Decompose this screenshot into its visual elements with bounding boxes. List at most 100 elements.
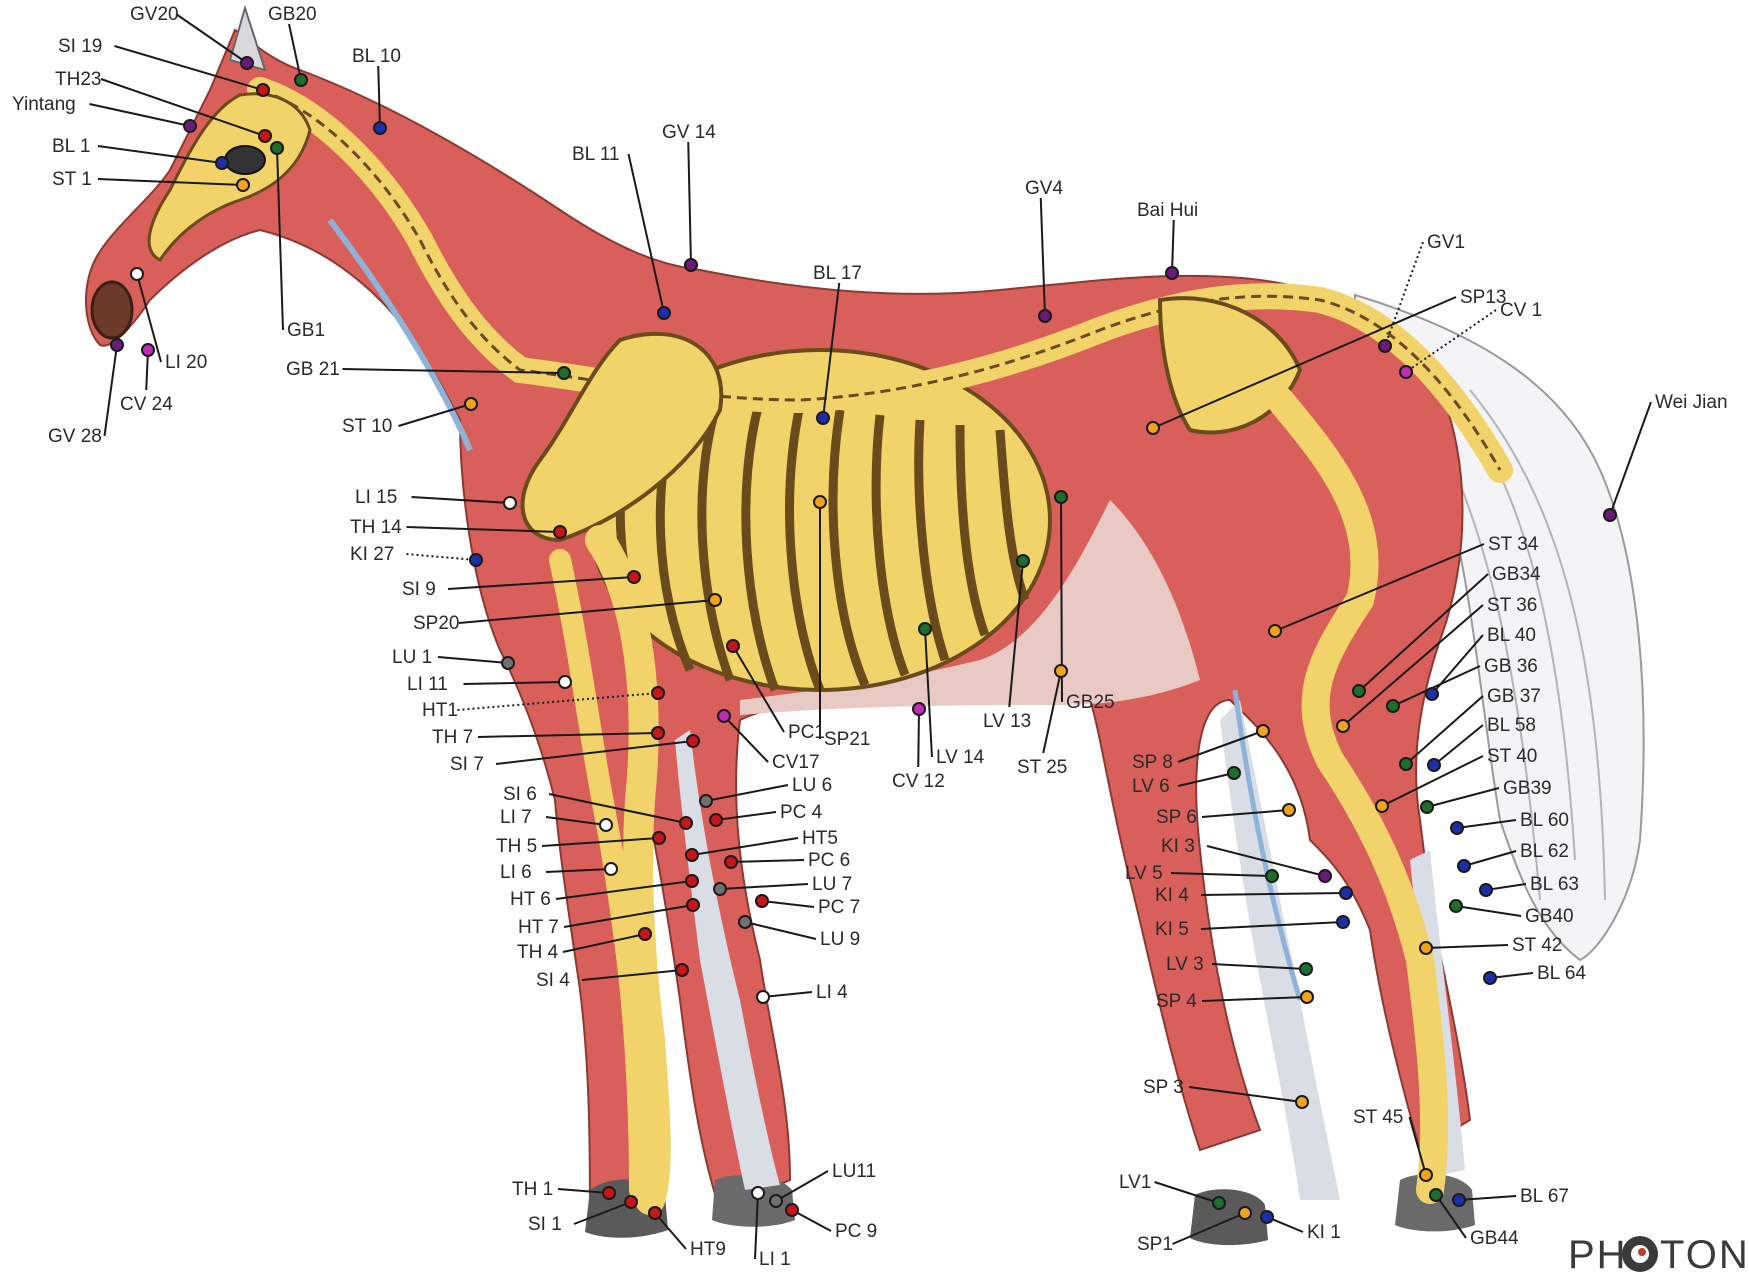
- label-sp21: SP21: [824, 729, 870, 750]
- acupoint-pc7: [756, 895, 768, 907]
- acupoint-baihui: [1166, 267, 1178, 279]
- leader-pc7: [762, 901, 814, 907]
- leader-cv12: [918, 709, 919, 767]
- label-bl1: BL 1: [52, 136, 90, 157]
- acupoint-th1: [603, 1187, 615, 1199]
- label-th5: TH 5: [496, 836, 537, 857]
- photon-logo: PH TON: [1568, 1233, 1749, 1273]
- acupoint-bl1: [216, 157, 228, 169]
- leader-gb40: [1456, 906, 1521, 916]
- acupoint-si19: [257, 84, 269, 96]
- acupoint-si1: [625, 1196, 637, 1208]
- acupoint-gb20: [295, 74, 307, 86]
- acupoint-si7: [687, 735, 699, 747]
- label-gv14: GV 14: [662, 122, 716, 143]
- label-li6: LI 6: [500, 862, 532, 883]
- acupoint-gb1: [271, 142, 283, 154]
- label-li4: LI 4: [816, 982, 848, 1003]
- acupoint-yintang: [184, 120, 196, 132]
- acupoint-sp20: [709, 594, 721, 606]
- label-pc1: PC1: [788, 722, 825, 743]
- label-cv17: CV17: [772, 752, 820, 773]
- acupoint-th7: [652, 727, 664, 739]
- acupoint-bl67: [1453, 1194, 1465, 1206]
- acupoint-si6: [680, 817, 692, 829]
- label-bl40: BL 40: [1487, 625, 1536, 646]
- acupoint-sp4: [1301, 991, 1313, 1003]
- acupoint-sp8: [1257, 725, 1269, 737]
- label-st1: ST 1: [52, 169, 92, 190]
- acupoint-gv1: [1379, 340, 1391, 352]
- label-si9: SI 9: [402, 579, 436, 600]
- acupoint-bl58: [1428, 759, 1440, 771]
- eye: [225, 146, 265, 174]
- label-gv28: GV 28: [48, 426, 102, 447]
- label-th1: TH 1: [512, 1179, 553, 1200]
- label-bl11: BL 11: [572, 144, 620, 165]
- label-bl64: BL 64: [1537, 963, 1586, 984]
- acupoint-li4: [757, 991, 769, 1003]
- label-lu9: LU 9: [820, 929, 860, 950]
- acupoint-gb44: [1430, 1189, 1442, 1201]
- label-gb25: GB25: [1066, 692, 1115, 713]
- label-si1: SI 1: [528, 1214, 562, 1235]
- label-si6: SI 6: [503, 784, 537, 805]
- acupoint-gv14: [685, 259, 697, 271]
- acupoint-th14: [554, 526, 566, 538]
- label-lu6: LU 6: [792, 775, 832, 796]
- acupoint-lv3: [1300, 963, 1312, 975]
- label-li20: LI 20: [165, 352, 207, 373]
- acupoint-lu11: [770, 1195, 782, 1207]
- label-gb21: GB 21: [286, 359, 340, 380]
- label-weijian: Wei Jian: [1655, 392, 1728, 413]
- label-st34: ST 34: [1488, 534, 1539, 555]
- acupoint-ht7: [687, 899, 699, 911]
- label-st36: ST 36: [1487, 595, 1537, 616]
- label-ht5: HT5: [802, 828, 838, 849]
- label-th23: TH23: [55, 69, 101, 90]
- label-cv12: CV 12: [892, 771, 945, 792]
- acupoint-st36: [1337, 720, 1349, 732]
- acupoint-bl10: [374, 122, 386, 134]
- acupoint-lv6: [1228, 767, 1240, 779]
- label-lu7: LU 7: [812, 874, 852, 895]
- acupoint-sp21: [814, 496, 826, 508]
- acupoint-lu9: [739, 916, 751, 928]
- label-gb20: GB20: [268, 4, 317, 25]
- acupoint-weijian: [1604, 509, 1616, 521]
- label-cv24: CV 24: [120, 394, 173, 415]
- label-bl10: BL 10: [352, 46, 401, 67]
- acupoint-lu1: [502, 657, 514, 669]
- acupoint-pc6: [725, 856, 737, 868]
- label-gb39: GB39: [1503, 778, 1552, 799]
- acupoint-st40: [1376, 800, 1388, 812]
- acupoint-gb36: [1387, 700, 1399, 712]
- acupoint-bl40: [1426, 688, 1438, 700]
- leader-ki27: [407, 554, 477, 560]
- label-pc4: PC 4: [780, 802, 823, 823]
- label-gv20: GV20: [130, 4, 179, 25]
- label-ht7: HT 7: [518, 917, 559, 938]
- acupoint-sp3: [1296, 1096, 1308, 1108]
- label-si19: SI 19: [58, 36, 102, 57]
- logo-text-right: TON: [1660, 1233, 1749, 1273]
- acupoint-gb37: [1400, 758, 1412, 770]
- acupoint-sp6: [1283, 804, 1295, 816]
- leader-gv14: [688, 142, 691, 265]
- acupoint-lu6: [700, 795, 712, 807]
- acupoint-th5: [653, 832, 665, 844]
- acupoint-lv14: [919, 623, 931, 635]
- label-th14: TH 14: [350, 517, 402, 538]
- label-cv1: CV 1: [1500, 300, 1542, 321]
- label-st40: ST 40: [1487, 746, 1537, 767]
- acupoint-gb21: [558, 367, 570, 379]
- label-sp1: SP1: [1137, 1234, 1173, 1255]
- leader-baihui: [1172, 220, 1174, 273]
- acupoint-st34: [1269, 625, 1281, 637]
- acupoint-th4: [639, 928, 651, 940]
- acupoint-gb25: [1055, 491, 1067, 503]
- label-bl62: BL 62: [1520, 841, 1569, 862]
- acupoint-gv4: [1039, 310, 1051, 322]
- label-gb40: GB40: [1525, 906, 1574, 927]
